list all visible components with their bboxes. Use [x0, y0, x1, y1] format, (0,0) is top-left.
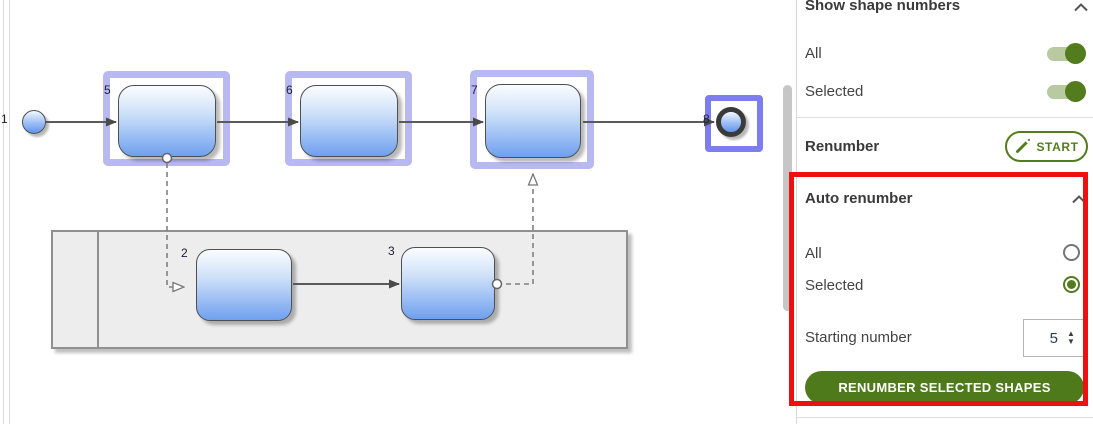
auto-selected-radio[interactable]	[1063, 276, 1080, 293]
auto-renumber-title: Auto renumber	[805, 190, 913, 207]
magic-wand-icon	[1016, 138, 1031, 153]
auto-all-label: All	[805, 245, 822, 262]
task-shape-2[interactable]	[196, 249, 292, 321]
show-shape-numbers-title: Show shape numbers	[805, 0, 961, 14]
section-divider	[797, 417, 1093, 418]
renumber-start-button[interactable]: START	[1005, 131, 1088, 162]
shape-number-task3: 3	[388, 244, 395, 258]
renumber-label: Renumber	[805, 138, 880, 155]
show-all-toggle[interactable]	[1047, 43, 1086, 64]
number-stepper[interactable]: ▲ ▼	[1058, 330, 1084, 346]
vertical-scrollbar-thumb[interactable]	[783, 85, 792, 311]
task-shape-6[interactable]	[300, 85, 398, 157]
chevron-up-icon[interactable]	[1071, 194, 1087, 205]
task-shape-5[interactable]	[118, 85, 216, 157]
starting-number-field: ▲ ▼	[1023, 319, 1087, 357]
shape-number-task2: 2	[181, 246, 188, 260]
stepper-up-icon[interactable]: ▲	[1067, 329, 1075, 338]
shape-number-end: 8	[703, 112, 710, 126]
auto-selected-label: Selected	[805, 277, 864, 294]
toggle-knob	[1065, 43, 1086, 64]
start-button-label: START	[1036, 139, 1079, 154]
canvas-left-edge-line	[9, 0, 10, 424]
show-selected-label: Selected	[805, 83, 864, 100]
show-all-label: All	[805, 45, 822, 62]
diagram-canvas[interactable]: 1 5 6 7 8 2 3	[0, 0, 796, 424]
shape-number-task6: 6	[286, 83, 293, 97]
auto-all-radio[interactable]	[1063, 244, 1080, 261]
starting-number-label: Starting number	[805, 329, 912, 346]
shape-number-task7: 7	[471, 83, 478, 97]
shape-number-task5: 5	[104, 83, 111, 97]
toggle-knob	[1065, 81, 1086, 102]
starting-number-input[interactable]	[1024, 329, 1058, 347]
shape-numbering-panel: Show shape numbers All Selected Renumber…	[796, 0, 1093, 424]
show-selected-toggle[interactable]	[1047, 81, 1086, 102]
start-event-shape[interactable]	[22, 110, 46, 134]
stepper-down-icon[interactable]: ▼	[1067, 337, 1075, 346]
canvas-left-edge-line	[3, 0, 4, 424]
chevron-up-icon[interactable]	[1073, 2, 1089, 13]
renumber-selected-shapes-button[interactable]: RENUMBER SELECTED SHAPES	[805, 371, 1084, 404]
task-shape-7[interactable]	[485, 84, 581, 158]
task-shape-3[interactable]	[401, 247, 495, 320]
pool-container[interactable]	[51, 230, 628, 349]
end-event-shape[interactable]	[716, 107, 746, 137]
connector-layer	[46, 117, 715, 424]
shape-number-start: 1	[1, 112, 8, 126]
lane-divider	[97, 232, 99, 347]
section-divider	[797, 117, 1093, 118]
